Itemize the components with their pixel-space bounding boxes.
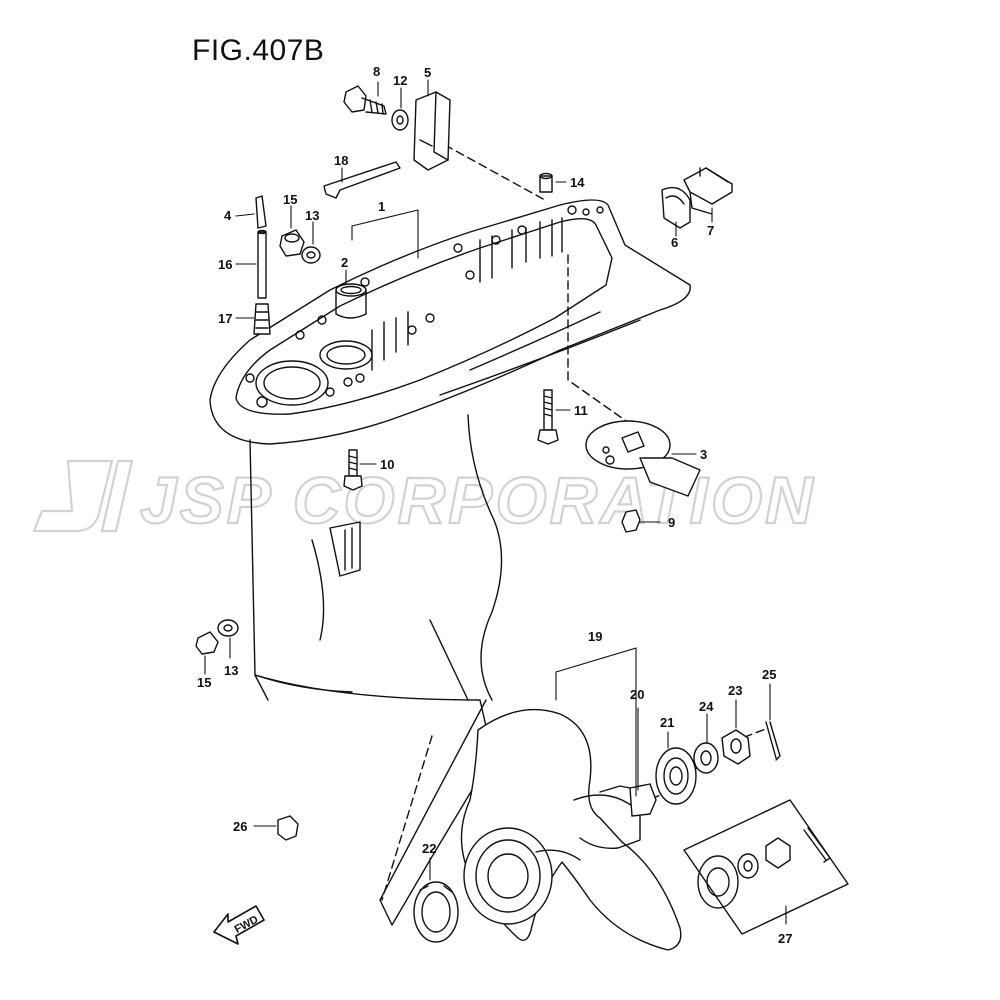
bolt-part-11 [537, 389, 559, 445]
thrust-washer-part-21 [655, 747, 697, 805]
callout-27: 27 [778, 931, 793, 946]
callout-12: 12 [393, 73, 408, 88]
propeller-part-19 [460, 708, 682, 951]
plug-part-15-lower [195, 631, 219, 655]
washer-part-12 [391, 109, 409, 131]
callout-5: 5 [424, 65, 432, 80]
trim-tab-part-3 [585, 420, 701, 497]
anode-part-5 [413, 91, 451, 171]
callout-26: 26 [233, 819, 248, 834]
callout-10: 10 [380, 457, 395, 472]
callout-3: 3 [700, 447, 708, 462]
callout-23: 23 [728, 683, 743, 698]
gasket-part-13-lower [217, 619, 239, 637]
washer-part-24 [693, 742, 719, 774]
callout-6: 6 [671, 235, 679, 250]
cotter-pin-part-25 [765, 721, 781, 761]
bolt-part-9 [621, 509, 641, 533]
callout-24: 24 [699, 699, 714, 714]
callout-13-lower: 13 [224, 663, 239, 678]
callout-25: 25 [762, 667, 777, 682]
callout-22: 22 [422, 841, 437, 856]
kit-part-27 [683, 799, 849, 935]
callout-19: 19 [588, 629, 603, 644]
bolt-part-10 [343, 449, 363, 491]
spacer-part-22 [413, 881, 459, 943]
callout-14: 14 [570, 175, 585, 190]
callout-17: 17 [218, 311, 233, 326]
tube-grommet-part-4 [255, 195, 267, 229]
callout-21: 21 [660, 715, 675, 730]
callout-2: 2 [341, 255, 349, 270]
callout-20: 20 [630, 687, 645, 702]
gear-case-housing [209, 199, 691, 926]
callout-13-upper: 13 [305, 208, 320, 223]
callout-9: 9 [668, 515, 676, 530]
figure-title: FIG.407B [192, 34, 325, 67]
callout-1: 1 [378, 199, 386, 214]
callout-15-upper: 15 [283, 192, 298, 207]
water-tube-part-16 [257, 229, 267, 299]
bolt-part-8 [343, 85, 387, 115]
callout-4: 4 [224, 208, 232, 223]
callout-18: 18 [334, 153, 349, 168]
callout-16: 16 [218, 257, 233, 272]
fwd-arrow-icon: FWD [213, 905, 265, 945]
callout-15-lower: 15 [197, 675, 212, 690]
gasket-part-13-upper [301, 246, 321, 264]
callout-7: 7 [707, 223, 715, 238]
leader-lines [204, 79, 787, 925]
plate-part-7 [683, 167, 733, 215]
bushing-part-20 [629, 783, 657, 817]
plug-part-26 [277, 815, 299, 841]
plug-part-15-upper [279, 229, 305, 257]
cover-part-6 [661, 186, 691, 229]
callout-11: 11 [574, 403, 588, 418]
pin-part-14 [539, 172, 553, 193]
watermark-logo-mark [32, 459, 134, 533]
nut-part-23 [721, 729, 751, 765]
clip-part-18 [323, 161, 401, 199]
callout-8: 8 [373, 64, 381, 79]
tube-seal-part-17 [253, 303, 271, 335]
